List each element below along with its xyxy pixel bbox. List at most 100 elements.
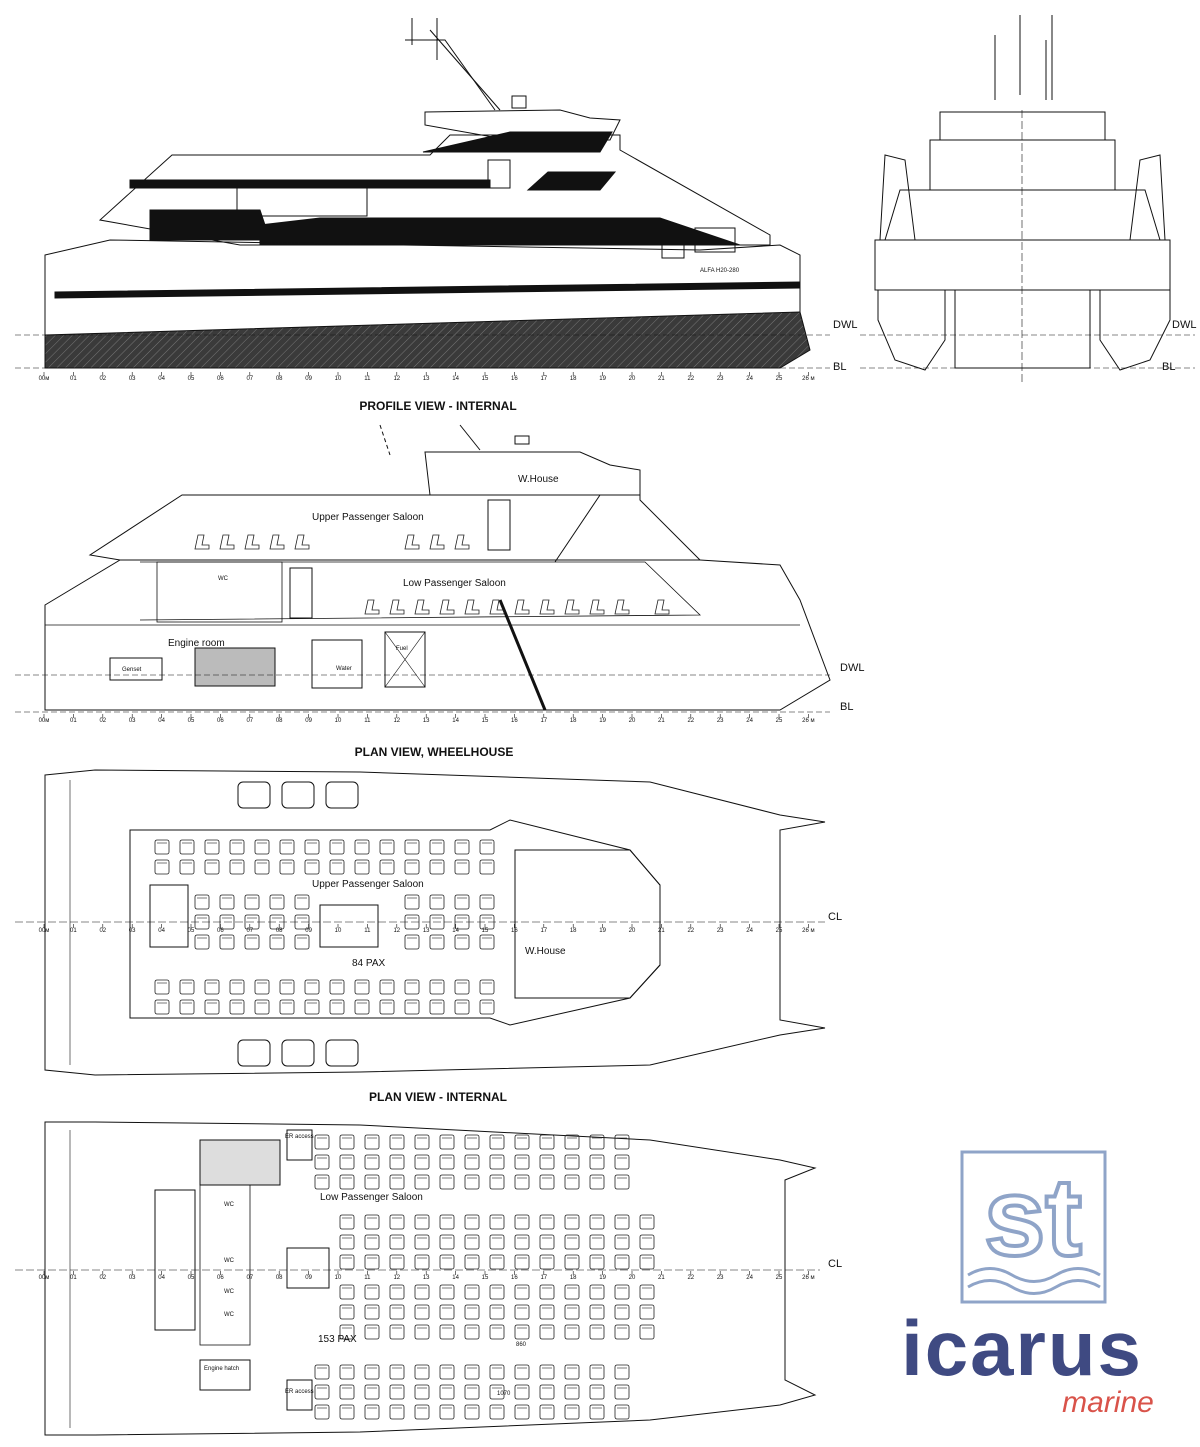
seat: [429, 934, 445, 950]
seat: [639, 1234, 655, 1250]
seat: [314, 1384, 330, 1400]
seat: [364, 1404, 380, 1420]
frame-number: 02: [99, 376, 106, 382]
profile-seat: [614, 599, 630, 615]
seat: [589, 1364, 605, 1380]
seat: [179, 859, 195, 875]
seat: [314, 1404, 330, 1420]
frame-number: 09: [305, 376, 312, 382]
frame-number: 07: [246, 718, 253, 724]
frame-number: 07: [246, 1275, 253, 1281]
frame-number: 26 м: [802, 928, 814, 934]
seat: [429, 999, 445, 1015]
seat: [414, 1384, 430, 1400]
seat: [439, 1364, 455, 1380]
seat: [439, 1174, 455, 1190]
seat: [314, 1134, 330, 1150]
frame-number: 20: [629, 718, 636, 724]
frame-number: 05: [188, 928, 195, 934]
seat: [454, 839, 470, 855]
frame-number: 18: [570, 1275, 577, 1281]
frame-number: 12: [393, 718, 400, 724]
front-view: [860, 15, 1195, 385]
plan-internal-cl-label: CL: [828, 1258, 842, 1270]
seat: [439, 1324, 455, 1340]
seat: [364, 1324, 380, 1340]
seat: [589, 1254, 605, 1270]
frame-number: 25: [776, 718, 783, 724]
seat: [279, 999, 295, 1015]
profile-seat: [364, 599, 380, 615]
seat: [439, 1134, 455, 1150]
frame-number: 16: [511, 718, 518, 724]
seat: [564, 1154, 580, 1170]
frame-number: 16: [511, 376, 518, 382]
plan-engine-hatch-label: Engine hatch: [204, 1366, 239, 1372]
seat: [329, 979, 345, 995]
seat: [294, 894, 310, 910]
seat: [304, 859, 320, 875]
seat: [539, 1214, 555, 1230]
seat: [339, 1304, 355, 1320]
seat: [564, 1304, 580, 1320]
frame-number: 14: [452, 376, 459, 382]
frame-number: 10: [335, 928, 342, 934]
frame-number: 10: [335, 376, 342, 382]
seat: [329, 859, 345, 875]
seat: [354, 979, 370, 995]
frame-number: 15: [482, 718, 489, 724]
frame-number: 02: [99, 1275, 106, 1281]
seat: [414, 1284, 430, 1300]
seat: [479, 894, 495, 910]
seat: [439, 1384, 455, 1400]
plan-wc-label-2: WC: [224, 1258, 235, 1264]
profile-seat: [269, 534, 285, 550]
seat: [219, 894, 235, 910]
seat: [269, 934, 285, 950]
seat: [339, 1134, 355, 1150]
seat: [364, 1174, 380, 1190]
profile-wheelhouse-label: W.House: [518, 474, 559, 485]
internal-profile-view: [15, 424, 831, 713]
frame-number: 02: [99, 928, 106, 934]
frame-number: 18: [570, 928, 577, 934]
seat: [414, 1214, 430, 1230]
frame-number: 14: [452, 928, 459, 934]
seat: [429, 859, 445, 875]
seat: [154, 839, 170, 855]
seat: [244, 934, 260, 950]
plan-wheelhouse-label: W.House: [525, 946, 566, 957]
profile-wc-label: WC: [218, 576, 229, 582]
profile-seat: [404, 534, 420, 550]
seat: [639, 1284, 655, 1300]
frame-number: 03: [129, 1275, 136, 1281]
frame-number: 20: [629, 928, 636, 934]
seat: [539, 1364, 555, 1380]
seat: [179, 839, 195, 855]
frame-number: 15: [482, 928, 489, 934]
seat: [489, 1174, 505, 1190]
plan-er-access-label-bottom: ER access: [285, 1389, 314, 1395]
seat: [489, 1154, 505, 1170]
seat: [614, 1304, 630, 1320]
seat: [614, 1284, 630, 1300]
seat: [279, 839, 295, 855]
profile-seat: [244, 534, 260, 550]
frame-number: 12: [393, 376, 400, 382]
seat: [489, 1404, 505, 1420]
frame-number: 01: [70, 928, 77, 934]
logo-mark: st: [984, 1156, 1082, 1279]
section-title-plan-wheelhouse: PLAN VIEW, WHEELHOUSE: [355, 745, 514, 759]
logo-mark-frame: [960, 1150, 1107, 1304]
logo-brand-text: icarus: [901, 1304, 1143, 1392]
frame-number: 01: [70, 376, 77, 382]
seat: [464, 1304, 480, 1320]
plan-wc-label-1: WC: [224, 1202, 235, 1208]
seat: [364, 1214, 380, 1230]
seat: [489, 1214, 505, 1230]
seat: [194, 894, 210, 910]
seat: [589, 1324, 605, 1340]
seat: [614, 1384, 630, 1400]
seat: [439, 1154, 455, 1170]
frame-number: 06: [217, 718, 224, 724]
